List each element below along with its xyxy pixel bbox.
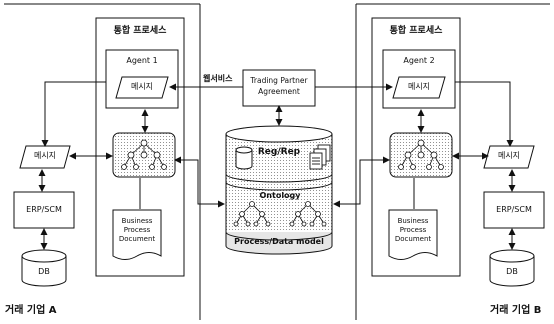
agent-a-message-label: 메시지 xyxy=(130,82,154,91)
connector-cylinder-tree-b xyxy=(333,156,390,208)
ontology-label: Ontology xyxy=(259,191,301,200)
bpd-b-line-1: Business xyxy=(397,217,429,225)
registry-label: Reg/Rep xyxy=(257,147,301,157)
bpd-b-line-2: Process xyxy=(399,226,427,234)
web-service-label: 웹서비스 xyxy=(202,74,234,83)
message-a-label: 메시지 xyxy=(33,151,57,160)
message-b-label: 메시지 xyxy=(497,151,521,160)
integrated-process-box-a xyxy=(95,17,185,277)
connector-message-a-agent xyxy=(41,81,106,147)
erp-box-a xyxy=(13,191,75,229)
connector-agent-b-message xyxy=(455,81,514,147)
tpa-line-1: Trading Partner xyxy=(250,76,308,85)
bpd-a-line-1: Business xyxy=(121,217,153,225)
connectors xyxy=(38,81,516,250)
integrated-process-title-b: 통합 프로세스 xyxy=(389,26,443,36)
integrated-process-box-b xyxy=(371,17,461,277)
ontology-tree-icons xyxy=(233,201,327,227)
agent-b-label: Agent 2 xyxy=(403,56,435,65)
business-process-document-b xyxy=(388,209,438,260)
process-tree-icon-b xyxy=(389,132,453,178)
agent-a-message-shape xyxy=(115,76,169,99)
message-shape-b xyxy=(483,145,535,169)
company-b-label: 거래 기업 B xyxy=(490,305,542,316)
integrated-process-title-a: 통합 프로세스 xyxy=(113,26,167,36)
business-process-document-a xyxy=(112,209,162,260)
bpd-a-line-2: Process xyxy=(123,226,151,234)
process-tree-icon-a xyxy=(112,132,176,178)
agent-b-message-shape xyxy=(392,76,446,99)
db-cylinder-a xyxy=(21,249,67,287)
central-repository-cylinder xyxy=(225,125,333,255)
erp-a-label: ERP/SCM xyxy=(26,205,62,214)
connector-tree-a-cylinder xyxy=(174,156,225,208)
company-a-label: 거래 기업 A xyxy=(5,305,57,316)
agent-a-label: Agent 1 xyxy=(126,56,158,65)
bpd-a-line-3: Document xyxy=(118,235,156,243)
tpa-line-2: Agreement xyxy=(258,87,300,96)
db-b-label: DB xyxy=(506,267,518,276)
agent-b-message-label: 메시지 xyxy=(407,82,431,91)
erp-b-label: ERP/SCM xyxy=(496,205,532,214)
process-data-model-label: Process/Data model xyxy=(234,237,324,246)
trading-partner-agreement-box xyxy=(242,69,316,107)
db-cylinder-b xyxy=(489,249,535,287)
message-shape-a xyxy=(19,145,71,169)
db-a-label: DB xyxy=(38,267,50,276)
bpd-b-line-3: Document xyxy=(394,235,432,243)
documents-icon xyxy=(309,144,331,170)
registry-db-icon xyxy=(235,146,253,170)
